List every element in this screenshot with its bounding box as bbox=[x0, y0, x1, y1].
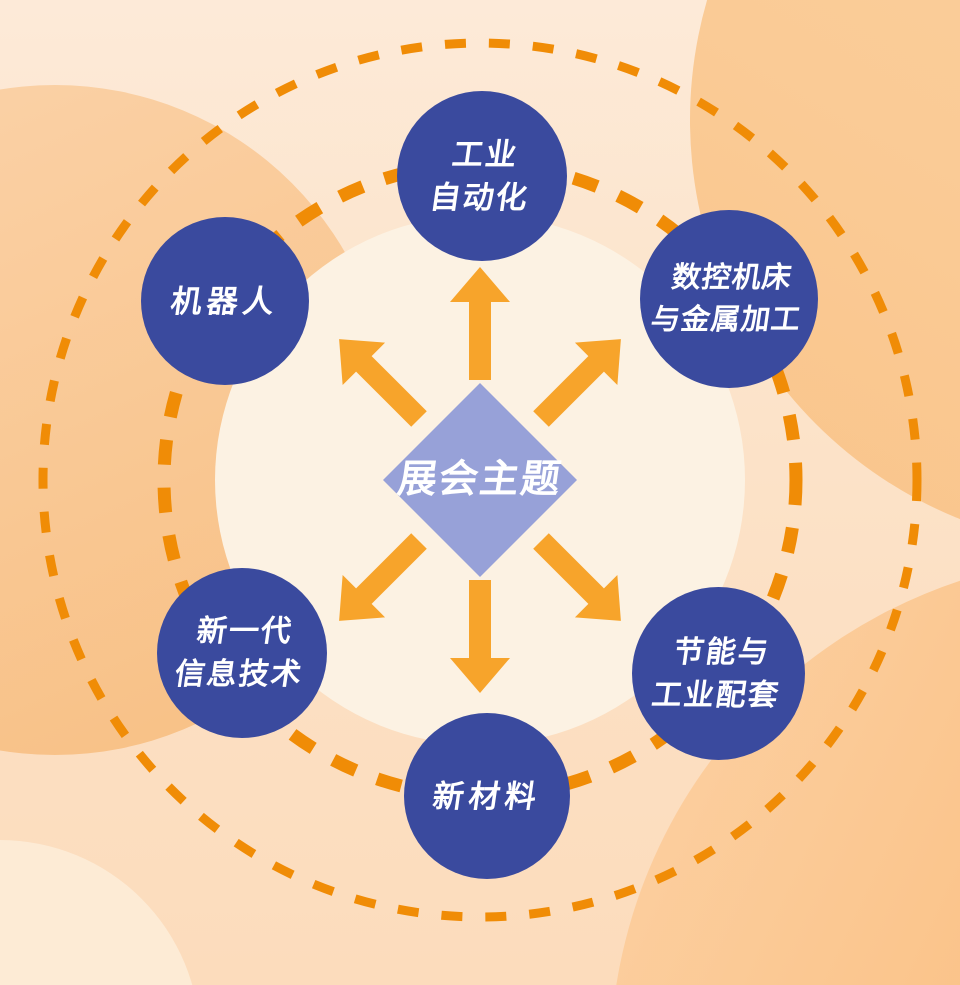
node-label-line: 自动化 bbox=[427, 180, 531, 215]
node-next-gen-it: 新一代 信息技术 bbox=[157, 568, 327, 738]
arrow-up-icon bbox=[450, 267, 510, 380]
node-label: 工业 自动化 bbox=[426, 133, 537, 219]
arrow-up-right-icon bbox=[533, 339, 621, 427]
node-new-materials: 新材料 bbox=[404, 713, 570, 879]
center-theme-label: 展会主题 bbox=[395, 458, 566, 501]
node-label: 节能与 工业配套 bbox=[648, 631, 788, 717]
node-label-line: 新一代 bbox=[194, 615, 296, 648]
node-label-line: 工业配套 bbox=[649, 678, 782, 712]
node-industrial-automation: 工业 自动化 bbox=[397, 91, 567, 261]
node-label: 数控机床 与金属加工 bbox=[648, 257, 810, 341]
node-label-line: 节能与 bbox=[671, 635, 772, 669]
node-label: 新材料 bbox=[430, 775, 544, 818]
arrow-down-right-icon bbox=[533, 533, 621, 621]
node-label-line: 信息技术 bbox=[172, 658, 306, 691]
node-label: 新一代 信息技术 bbox=[172, 610, 312, 696]
node-label-line: 数控机床 bbox=[669, 262, 795, 294]
arrow-down-left-icon bbox=[339, 533, 427, 621]
node-label-line: 机器人 bbox=[168, 283, 282, 319]
node-label-line: 新材料 bbox=[430, 778, 544, 814]
center-diamond bbox=[383, 383, 577, 577]
radiating-arrows bbox=[339, 267, 621, 693]
arrow-up-left-icon bbox=[339, 339, 427, 427]
node-robots: 机器人 bbox=[141, 217, 309, 385]
node-energy-saving-support: 节能与 工业配套 bbox=[632, 587, 805, 760]
node-label: 机器人 bbox=[168, 280, 282, 323]
node-label-line: 与金属加工 bbox=[648, 304, 804, 336]
arrow-down-icon bbox=[450, 580, 510, 693]
node-label-line: 工业 bbox=[449, 137, 521, 172]
outer-dashed-ring-circle bbox=[38, 38, 922, 922]
node-cnc-machine-tools: 数控机床 与金属加工 bbox=[640, 210, 818, 388]
